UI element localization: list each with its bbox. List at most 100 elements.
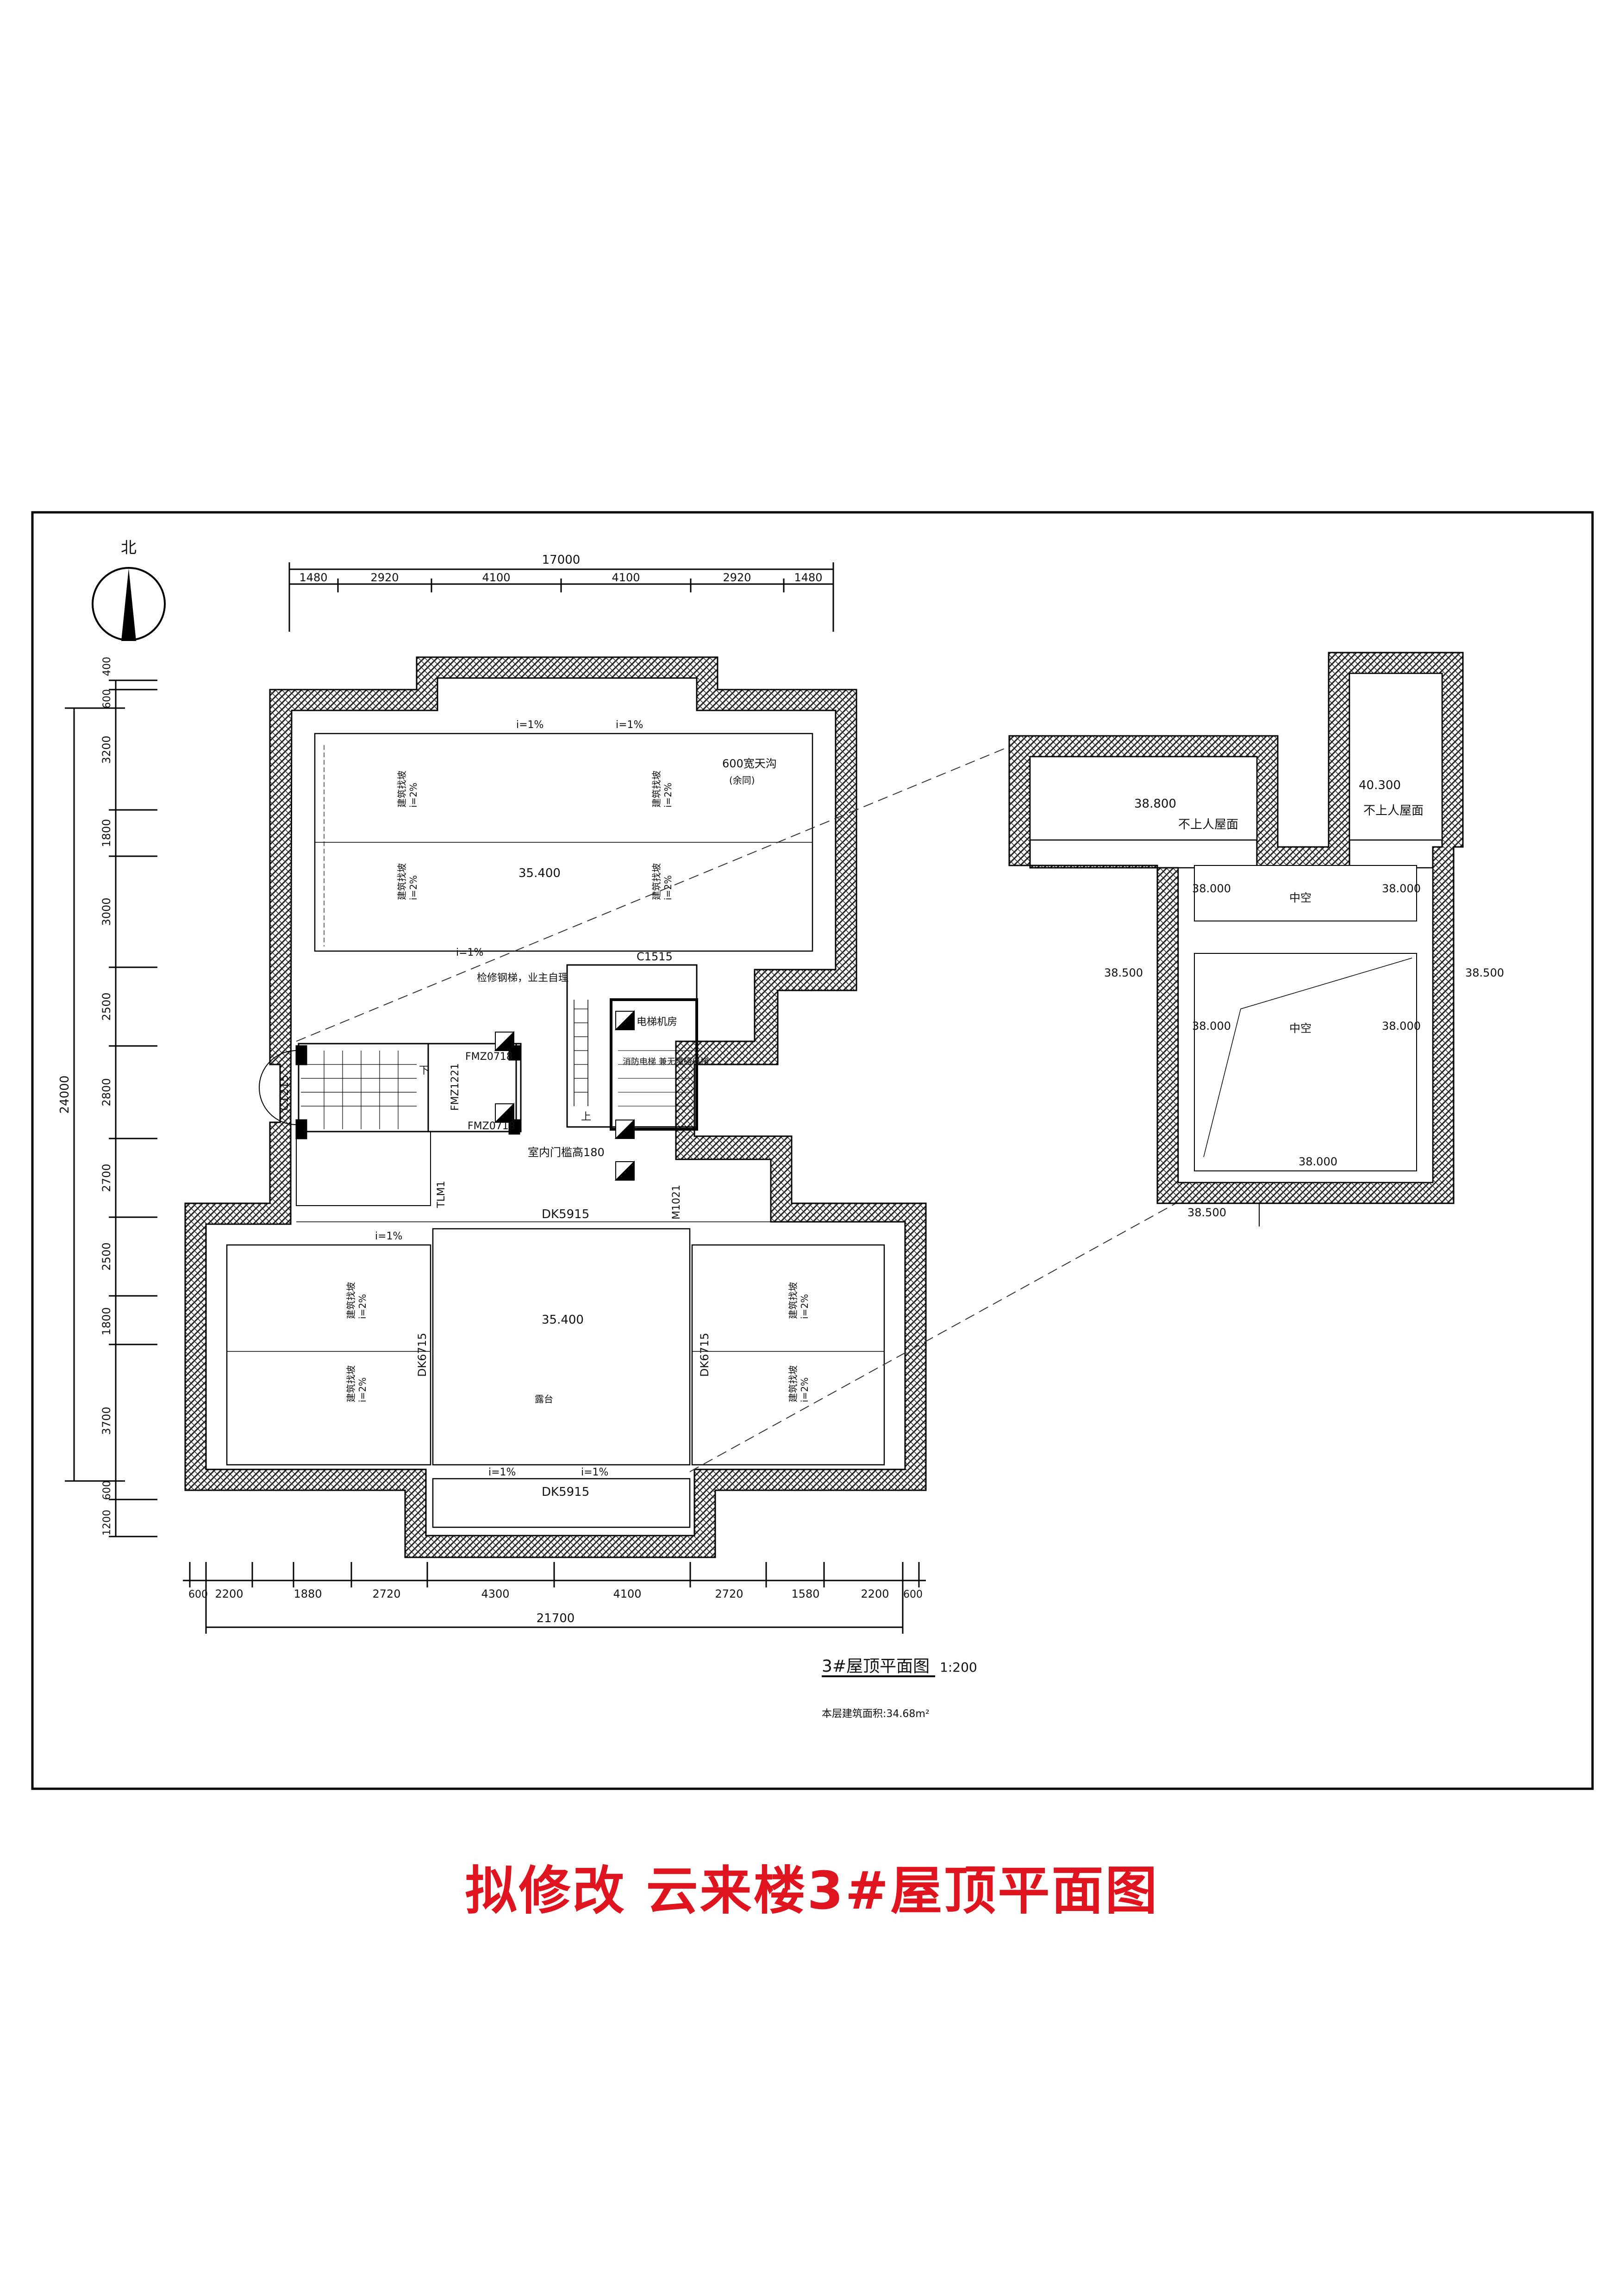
stair-down: 下 bbox=[419, 1065, 429, 1076]
left-dim: 1200 bbox=[101, 1510, 113, 1536]
svg-text:建筑找坡: 建筑找坡 bbox=[396, 771, 407, 808]
svg-text:i=2%: i=2% bbox=[408, 875, 419, 900]
top-dim: 2920 bbox=[370, 571, 399, 584]
left-dim: 600 bbox=[101, 1481, 113, 1500]
top-dim: 1480 bbox=[794, 571, 822, 584]
door-fm-b: FMZ1221 bbox=[450, 1063, 461, 1111]
door-fm-a: FMZ0718 bbox=[465, 1051, 513, 1063]
top-dim: 4100 bbox=[612, 571, 640, 584]
elevation-38000-e: 38.000 bbox=[1299, 1155, 1337, 1168]
left-dim: 2700 bbox=[100, 1164, 113, 1192]
left-total-dim: 24000 bbox=[58, 1076, 72, 1114]
bottom-dim: 2720 bbox=[715, 1587, 743, 1600]
elevation-38000-c: 38.000 bbox=[1192, 1020, 1231, 1033]
left-dimensions bbox=[65, 679, 157, 1537]
svg-text:i=2%: i=2% bbox=[799, 1294, 810, 1319]
left-dim: 3700 bbox=[100, 1406, 113, 1435]
elevation-38000-d: 38.000 bbox=[1382, 1020, 1421, 1033]
skylight-label: 600宽天沟 bbox=[722, 757, 777, 770]
svg-text:i=1%: i=1% bbox=[488, 1467, 516, 1478]
void-label-1: 中空 bbox=[1289, 891, 1312, 904]
no-access-roof-2: 不上人屋面 bbox=[1363, 804, 1424, 818]
area-note: 本层建筑面积:34.68m² bbox=[822, 1708, 930, 1720]
elevation-38500-c: 38.500 bbox=[1187, 1206, 1226, 1219]
window-c1215: C1215 bbox=[278, 1075, 291, 1111]
elevation-38000-b: 38.000 bbox=[1382, 882, 1421, 895]
machine-room-label: 电梯机房 bbox=[637, 1016, 677, 1028]
opening-dk6715-right: DK6715 bbox=[698, 1333, 711, 1377]
north-arrow: 北 bbox=[92, 539, 166, 641]
svg-text:i=1%: i=1% bbox=[456, 947, 483, 958]
svg-text:建筑找坡: 建筑找坡 bbox=[396, 863, 407, 900]
north-label: 北 bbox=[121, 539, 137, 557]
opening-dk6715-left: DK6715 bbox=[416, 1333, 429, 1377]
threshold-note: 室内门槛高180 bbox=[528, 1146, 605, 1159]
svg-text:i=2%: i=2% bbox=[408, 783, 419, 808]
void-label-2: 中空 bbox=[1289, 1022, 1312, 1035]
door-fm-c: FMZ0718 bbox=[468, 1120, 515, 1132]
elevation-40300: 40.300 bbox=[1359, 778, 1401, 792]
left-dim: 400 bbox=[101, 657, 113, 676]
top-dim: 2920 bbox=[723, 571, 751, 584]
elevation-main-lower: 35.400 bbox=[542, 1313, 584, 1327]
left-dim: 3200 bbox=[100, 735, 113, 764]
bottom-dim: 4300 bbox=[481, 1587, 509, 1600]
stair-note: 检修钢梯，业主自理 bbox=[477, 972, 568, 984]
opening-dk5915-top: DK5915 bbox=[542, 1207, 589, 1221]
lower-roof-panels bbox=[226, 1221, 903, 1528]
bottom-dim: 4100 bbox=[613, 1587, 641, 1600]
bottom-dim: 1880 bbox=[294, 1587, 322, 1600]
left-dim: 1800 bbox=[100, 819, 113, 847]
bottom-dim: 600 bbox=[903, 1589, 923, 1600]
svg-text:建筑找坡: 建筑找坡 bbox=[787, 1282, 799, 1319]
bottom-dim: 2200 bbox=[215, 1587, 243, 1600]
svg-text:i=1%: i=1% bbox=[581, 1467, 608, 1478]
elevation-38800: 38.800 bbox=[1134, 797, 1176, 811]
elevation-38000-a: 38.000 bbox=[1192, 882, 1231, 895]
svg-text:i=1%: i=1% bbox=[516, 719, 543, 731]
left-dim: 2800 bbox=[100, 1078, 113, 1106]
drawing-title: 3#屋顶平面图 bbox=[822, 1657, 930, 1676]
opening-dk5915-bottom: DK5915 bbox=[542, 1485, 589, 1499]
skylight-sublabel: (余同) bbox=[729, 775, 755, 786]
drawing-scale: 1:200 bbox=[940, 1660, 977, 1675]
svg-text:i=2%: i=2% bbox=[357, 1294, 368, 1319]
bottom-dim: 2200 bbox=[861, 1587, 889, 1600]
elevation-38500-b: 38.500 bbox=[1465, 966, 1504, 979]
no-access-roof-1: 不上人屋面 bbox=[1178, 818, 1238, 832]
window-c1515: C1515 bbox=[637, 950, 673, 963]
terrace-label: 露台 bbox=[535, 1394, 553, 1405]
svg-text:建筑找坡: 建筑找坡 bbox=[345, 1282, 356, 1319]
detail-roof-eaves bbox=[1008, 652, 1464, 1226]
svg-text:建筑找坡: 建筑找坡 bbox=[787, 1365, 799, 1402]
svg-text:i=2%: i=2% bbox=[799, 1377, 810, 1402]
left-dim: 600 bbox=[101, 689, 113, 709]
elevation-main-upper: 35.400 bbox=[518, 866, 561, 880]
bottom-dim: 1580 bbox=[791, 1587, 819, 1600]
svg-text:建筑找坡: 建筑找坡 bbox=[651, 863, 662, 900]
svg-text:i=1%: i=1% bbox=[375, 1231, 402, 1242]
sheet-border bbox=[31, 511, 1594, 1790]
revision-caption: 拟修改 云来楼3#屋顶平面图 bbox=[465, 1861, 1159, 1921]
bottom-dimensions bbox=[183, 1562, 926, 1634]
door-tlm: TLM1 bbox=[436, 1181, 447, 1208]
left-dim: 2500 bbox=[100, 992, 113, 1020]
elevator-label: 消防电梯 兼无障碍电梯 bbox=[623, 1057, 709, 1067]
top-dim: 4100 bbox=[482, 571, 510, 584]
top-dimensions bbox=[288, 562, 834, 632]
svg-text:i=2%: i=2% bbox=[662, 783, 674, 808]
upper-roof-panel bbox=[314, 733, 813, 952]
left-dim: 3000 bbox=[100, 897, 113, 926]
left-dim: 2500 bbox=[100, 1242, 113, 1270]
correspondence-lines bbox=[296, 742, 1176, 1472]
door-m1021: M1021 bbox=[671, 1185, 682, 1220]
main-roof-eaves bbox=[184, 656, 927, 1558]
bottom-total-dim: 21700 bbox=[537, 1612, 575, 1625]
svg-text:建筑找坡: 建筑找坡 bbox=[345, 1365, 356, 1402]
bottom-dim: 600 bbox=[188, 1589, 208, 1600]
elevation-38500-a: 38.500 bbox=[1104, 966, 1143, 979]
left-dim: 1800 bbox=[100, 1307, 113, 1335]
svg-text:i=2%: i=2% bbox=[357, 1377, 368, 1402]
svg-text:i=2%: i=2% bbox=[662, 875, 674, 900]
